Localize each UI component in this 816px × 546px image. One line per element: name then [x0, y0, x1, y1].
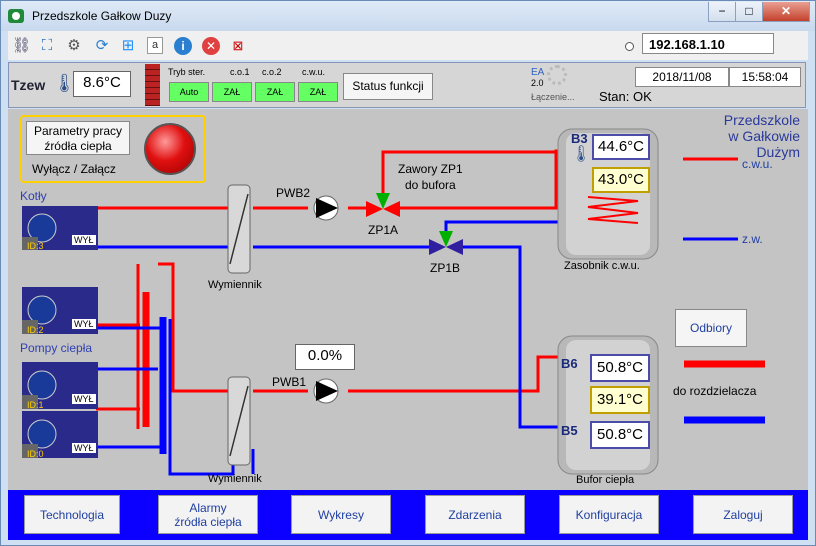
wymiennik-2-label: Wymiennik: [208, 473, 262, 485]
b3-temperature: 44.6°C: [592, 134, 650, 160]
info-icon[interactable]: i: [174, 37, 192, 55]
refresh-icon[interactable]: ⟳: [95, 37, 109, 54]
odbiory-button[interactable]: Odbiory: [675, 309, 747, 347]
power-toggle-button[interactable]: [144, 123, 196, 175]
toolbar: ⛓ ⛶ ⚙ ⟳ ⊞ a i ✕ ⊠ 192.168.1.10: [8, 31, 808, 60]
process-diagram: Parametry pracy źródła ciepła Wyłącz / Z…: [8, 109, 808, 490]
blue-manifold: [159, 317, 765, 454]
mode-header-co2: c.o.2: [262, 67, 282, 77]
mode-header-cwu: c.w.u.: [302, 67, 326, 77]
navigation-bar: Technologia Alarmy źródła ciepła Wykresy…: [8, 490, 808, 540]
b3-temperature-2: 43.0°C: [592, 167, 650, 193]
parametry-pracy-button[interactable]: Parametry pracy źródła ciepła: [26, 121, 130, 155]
heat-exchanger-2: [227, 376, 251, 466]
stop-icon[interactable]: ✕: [202, 37, 220, 55]
app-eye-icon: [8, 9, 24, 23]
zp1a-label: ZP1A: [368, 223, 399, 237]
maximize-button[interactable]: □: [735, 2, 763, 22]
valve-zp1b: [429, 231, 463, 255]
nav-alarmy[interactable]: Alarmy źródła ciepła: [158, 495, 258, 534]
mode-header-co1: c.o.1: [230, 67, 250, 77]
zawory-label: Zawory ZP1 do bufora: [398, 162, 463, 192]
nav-konfiguracja[interactable]: Konfiguracja: [559, 495, 659, 534]
status-panel: Tzew 🌡 8.6°C Tryb ster. c.o.1 c.o.2 c.w.…: [8, 62, 806, 108]
device-id-3: ID:3: [27, 241, 44, 251]
close-button[interactable]: ✕: [762, 2, 810, 22]
gear-icon[interactable]: ⚙: [67, 37, 81, 54]
pwb1-value: 0.0%: [295, 344, 355, 370]
zasobnik-label: Zasobnik c.w.u.: [564, 260, 640, 272]
stan-status: Stan: OK: [599, 89, 652, 104]
red-manifold: [142, 292, 765, 427]
bufor-label: Bufor ciepła: [576, 474, 635, 486]
parameters-panel: [20, 115, 206, 183]
return-pipes: [96, 220, 738, 476]
cwu-label: c.w.u.: [742, 157, 773, 171]
mode-co1[interactable]: ZAŁ: [212, 82, 252, 102]
heat-exchanger-1: [227, 184, 251, 274]
zw-label: z.w.: [742, 232, 763, 246]
nav-wykresy[interactable]: Wykresy: [291, 495, 391, 534]
pump-pwb2: [313, 195, 339, 221]
tzew-value: 8.6°C: [73, 71, 131, 97]
toggle-label: Wyłącz / Załącz: [32, 162, 116, 176]
device-id-1: ID:1: [27, 400, 44, 410]
nav-zaloguj[interactable]: Zaloguj: [693, 495, 793, 534]
close-window-icon[interactable]: ⊠: [232, 38, 244, 53]
nav-technologia[interactable]: Technologia: [24, 495, 120, 534]
mode-auto[interactable]: Auto: [169, 82, 209, 102]
device-state-0[interactable]: WYŁ: [72, 443, 96, 453]
pwb2-label: PWB2: [276, 186, 311, 200]
mode-co2[interactable]: ZAŁ: [255, 82, 295, 102]
connection-indicator: [625, 42, 634, 51]
b5-temperature: 50.8°C: [590, 421, 650, 449]
site-title: Przedszkole w Gałkowie Dużym: [723, 112, 800, 160]
device-id-2: ID:2: [27, 325, 44, 335]
ea-logo: EA: [531, 67, 545, 78]
b3-label: B3: [571, 131, 588, 146]
loading-spinner-icon: [547, 65, 567, 85]
b6-temperature: 50.8°C: [590, 354, 650, 382]
tzew-label: Tzew: [11, 77, 46, 93]
b3-thermometer-icon: 🌡: [571, 146, 592, 163]
valve-zp1a: [366, 193, 400, 217]
b5-label: B5: [561, 423, 578, 438]
date-display: 2018/11/08: [635, 67, 729, 87]
zp1b-label: ZP1B: [430, 261, 461, 275]
title-bar: Przedszkole Gałkow Duzy − □ ✕: [1, 1, 815, 31]
pwb1-label: PWB1: [272, 375, 307, 389]
kotly-label: Kotły: [20, 189, 47, 203]
brick-wall-icon: [145, 64, 160, 106]
wymiennik-1-label: Wymiennik: [208, 279, 262, 291]
middle-temperature: 39.1°C: [590, 386, 650, 414]
ip-address-field[interactable]: 192.168.1.10: [642, 33, 774, 54]
device-id2-icon: [22, 287, 98, 334]
pump-pwb1: [313, 378, 339, 404]
device-id-0: ID:0: [27, 449, 44, 459]
status-funkcji-button[interactable]: Status funkcji: [343, 73, 433, 100]
connecting-label: Łączenie...: [531, 92, 575, 102]
nav-zdarzenia[interactable]: Zdarzenia: [425, 495, 525, 534]
ea-version: 2.0: [531, 78, 544, 88]
device-state-2[interactable]: WYŁ: [72, 319, 96, 329]
thermometer-icon: 🌡: [53, 73, 76, 93]
b6-label: B6: [561, 356, 578, 371]
device-state-1[interactable]: WYŁ: [72, 394, 96, 404]
mode-cwu[interactable]: ZAŁ: [298, 82, 338, 102]
pompy-label: Pompy ciepła: [20, 341, 93, 355]
rozdzielacz-label: do rozdzielacza: [673, 384, 757, 398]
minimize-button[interactable]: −: [708, 2, 736, 22]
tank-zasobnik: [557, 128, 659, 260]
window-title: Przedszkole Gałkow Duzy: [32, 9, 172, 23]
time-display: 15:58:04: [729, 67, 801, 87]
fullscreen-icon[interactable]: ⛶: [41, 37, 53, 54]
windows-icon[interactable]: ⊞: [121, 37, 135, 54]
tryb-label: Tryb ster.: [168, 67, 206, 77]
device-state-3[interactable]: WYŁ: [72, 235, 96, 245]
document-icon[interactable]: a: [147, 37, 163, 54]
network-icon[interactable]: ⛓: [12, 37, 32, 54]
